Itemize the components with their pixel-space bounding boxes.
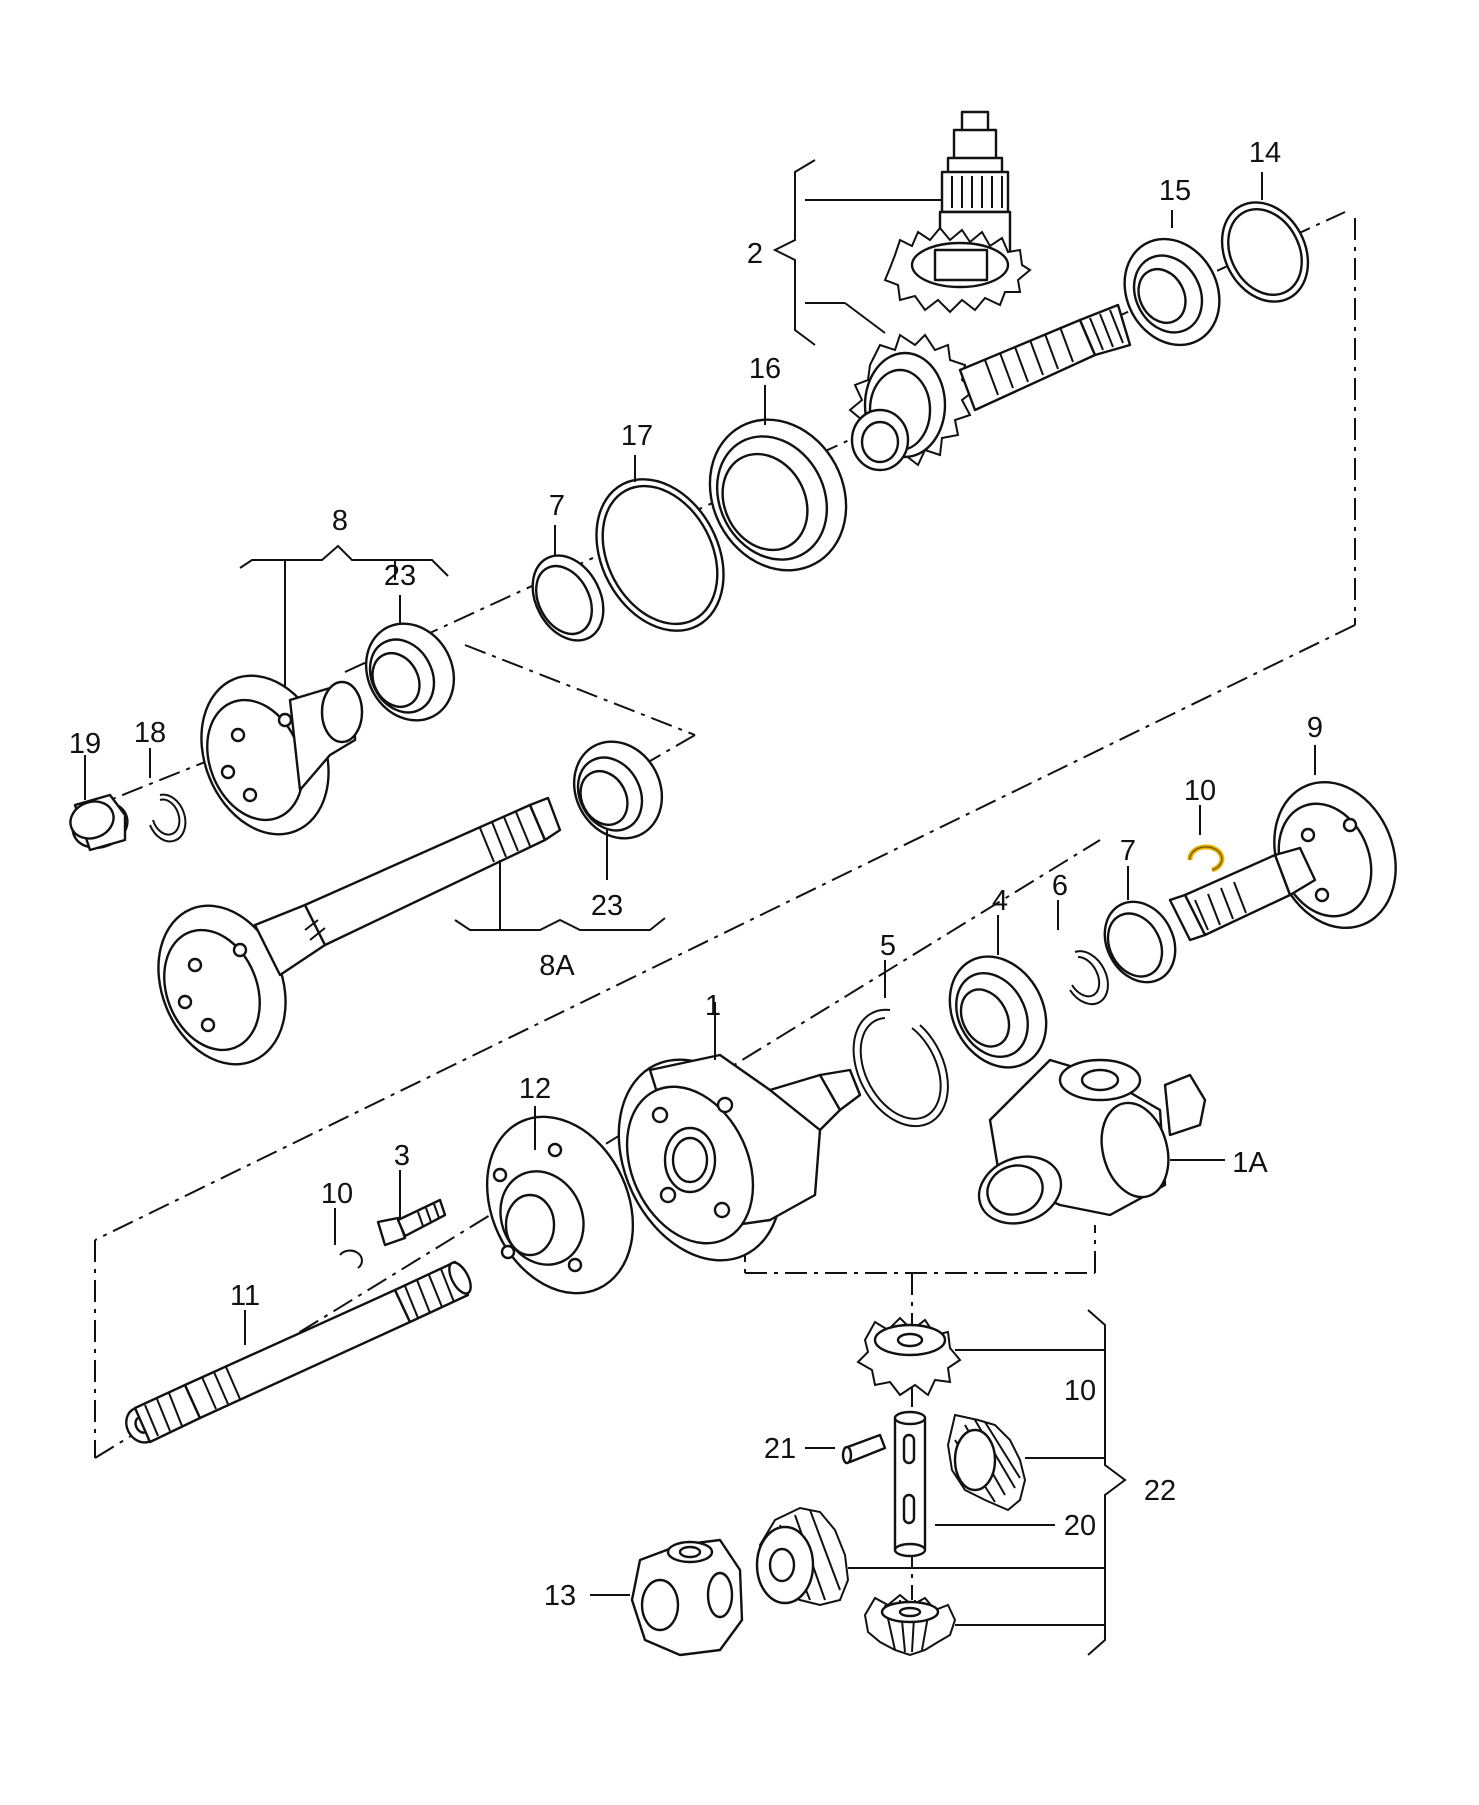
cap-part-19 — [69, 755, 129, 852]
label-17: 17 — [621, 420, 653, 452]
flange-shaft-part-8 — [200, 544, 449, 836]
ring-part-7-upper — [531, 525, 605, 642]
shim-ring-part-14 — [1220, 172, 1310, 303]
label-20: 20 — [1064, 1510, 1096, 1542]
diff-gear-set-part-22 — [755, 1309, 1127, 1657]
shim-ring-part-17 — [595, 455, 725, 632]
clip-part-10-highlighted — [1187, 805, 1225, 873]
seal-part-23-upper — [364, 595, 456, 722]
flange-part-12 — [485, 1106, 635, 1295]
label-23-upper: 23 — [384, 560, 416, 592]
shaft-part-11 — [125, 1260, 472, 1444]
bearing-part-4 — [948, 915, 1048, 1069]
label-9: 9 — [1307, 712, 1323, 744]
shaft-part-8A — [157, 796, 666, 1066]
label-7-upper: 7 — [549, 490, 565, 522]
label-8A: 8A — [539, 950, 575, 982]
label-1: 1 — [705, 990, 721, 1022]
label-11: 11 — [230, 1280, 260, 1312]
label-22: 22 — [1144, 1475, 1176, 1507]
label-10-lower: 10 — [321, 1178, 353, 1210]
snap-ring-part-5 — [852, 960, 949, 1128]
label-1A: 1A — [1232, 1147, 1268, 1179]
label-3: 3 — [394, 1140, 410, 1172]
label-16: 16 — [749, 353, 781, 385]
flange-shaft-part-9 — [1168, 745, 1397, 942]
label-2: 2 — [747, 238, 763, 270]
label-21: 21 — [764, 1433, 796, 1465]
bearing-part-15 — [1123, 210, 1221, 347]
circlip-part-18 — [149, 748, 187, 843]
bearing-part-16 — [708, 385, 848, 572]
bolt-part-3 — [376, 1170, 447, 1247]
circlip-part-6 — [1057, 900, 1109, 1006]
label-23-lower: 23 — [591, 890, 623, 922]
label-6: 6 — [1052, 870, 1068, 902]
diff-case-part-13 — [590, 1538, 744, 1657]
diff-cage-part-1A — [977, 1058, 1225, 1225]
label-5: 5 — [880, 930, 896, 962]
housing-part-1 — [617, 1002, 862, 1262]
pinion-shaft-part-2 — [772, 110, 1132, 472]
assembly-guide-lines — [84, 211, 1356, 1600]
label-19: 19 — [69, 728, 101, 760]
seal-part-23-lower — [572, 740, 664, 880]
part-labels: 2 14 15 16 17 7 8 23 19 18 23 8A 9 10 7 … — [69, 137, 1323, 1612]
ring-part-7-lower — [1103, 866, 1177, 984]
label-8: 8 — [332, 505, 348, 537]
label-7-lower: 7 — [1120, 835, 1136, 867]
clip-part-10-lower — [334, 1208, 363, 1269]
label-18: 18 — [134, 717, 166, 749]
label-4: 4 — [992, 885, 1008, 917]
label-12: 12 — [519, 1073, 551, 1105]
label-13: 13 — [544, 1580, 576, 1612]
label-10-upper: 10 — [1184, 775, 1216, 807]
label-10-diff: 10 — [1064, 1375, 1096, 1407]
label-14: 14 — [1249, 137, 1281, 169]
label-15: 15 — [1159, 175, 1191, 207]
